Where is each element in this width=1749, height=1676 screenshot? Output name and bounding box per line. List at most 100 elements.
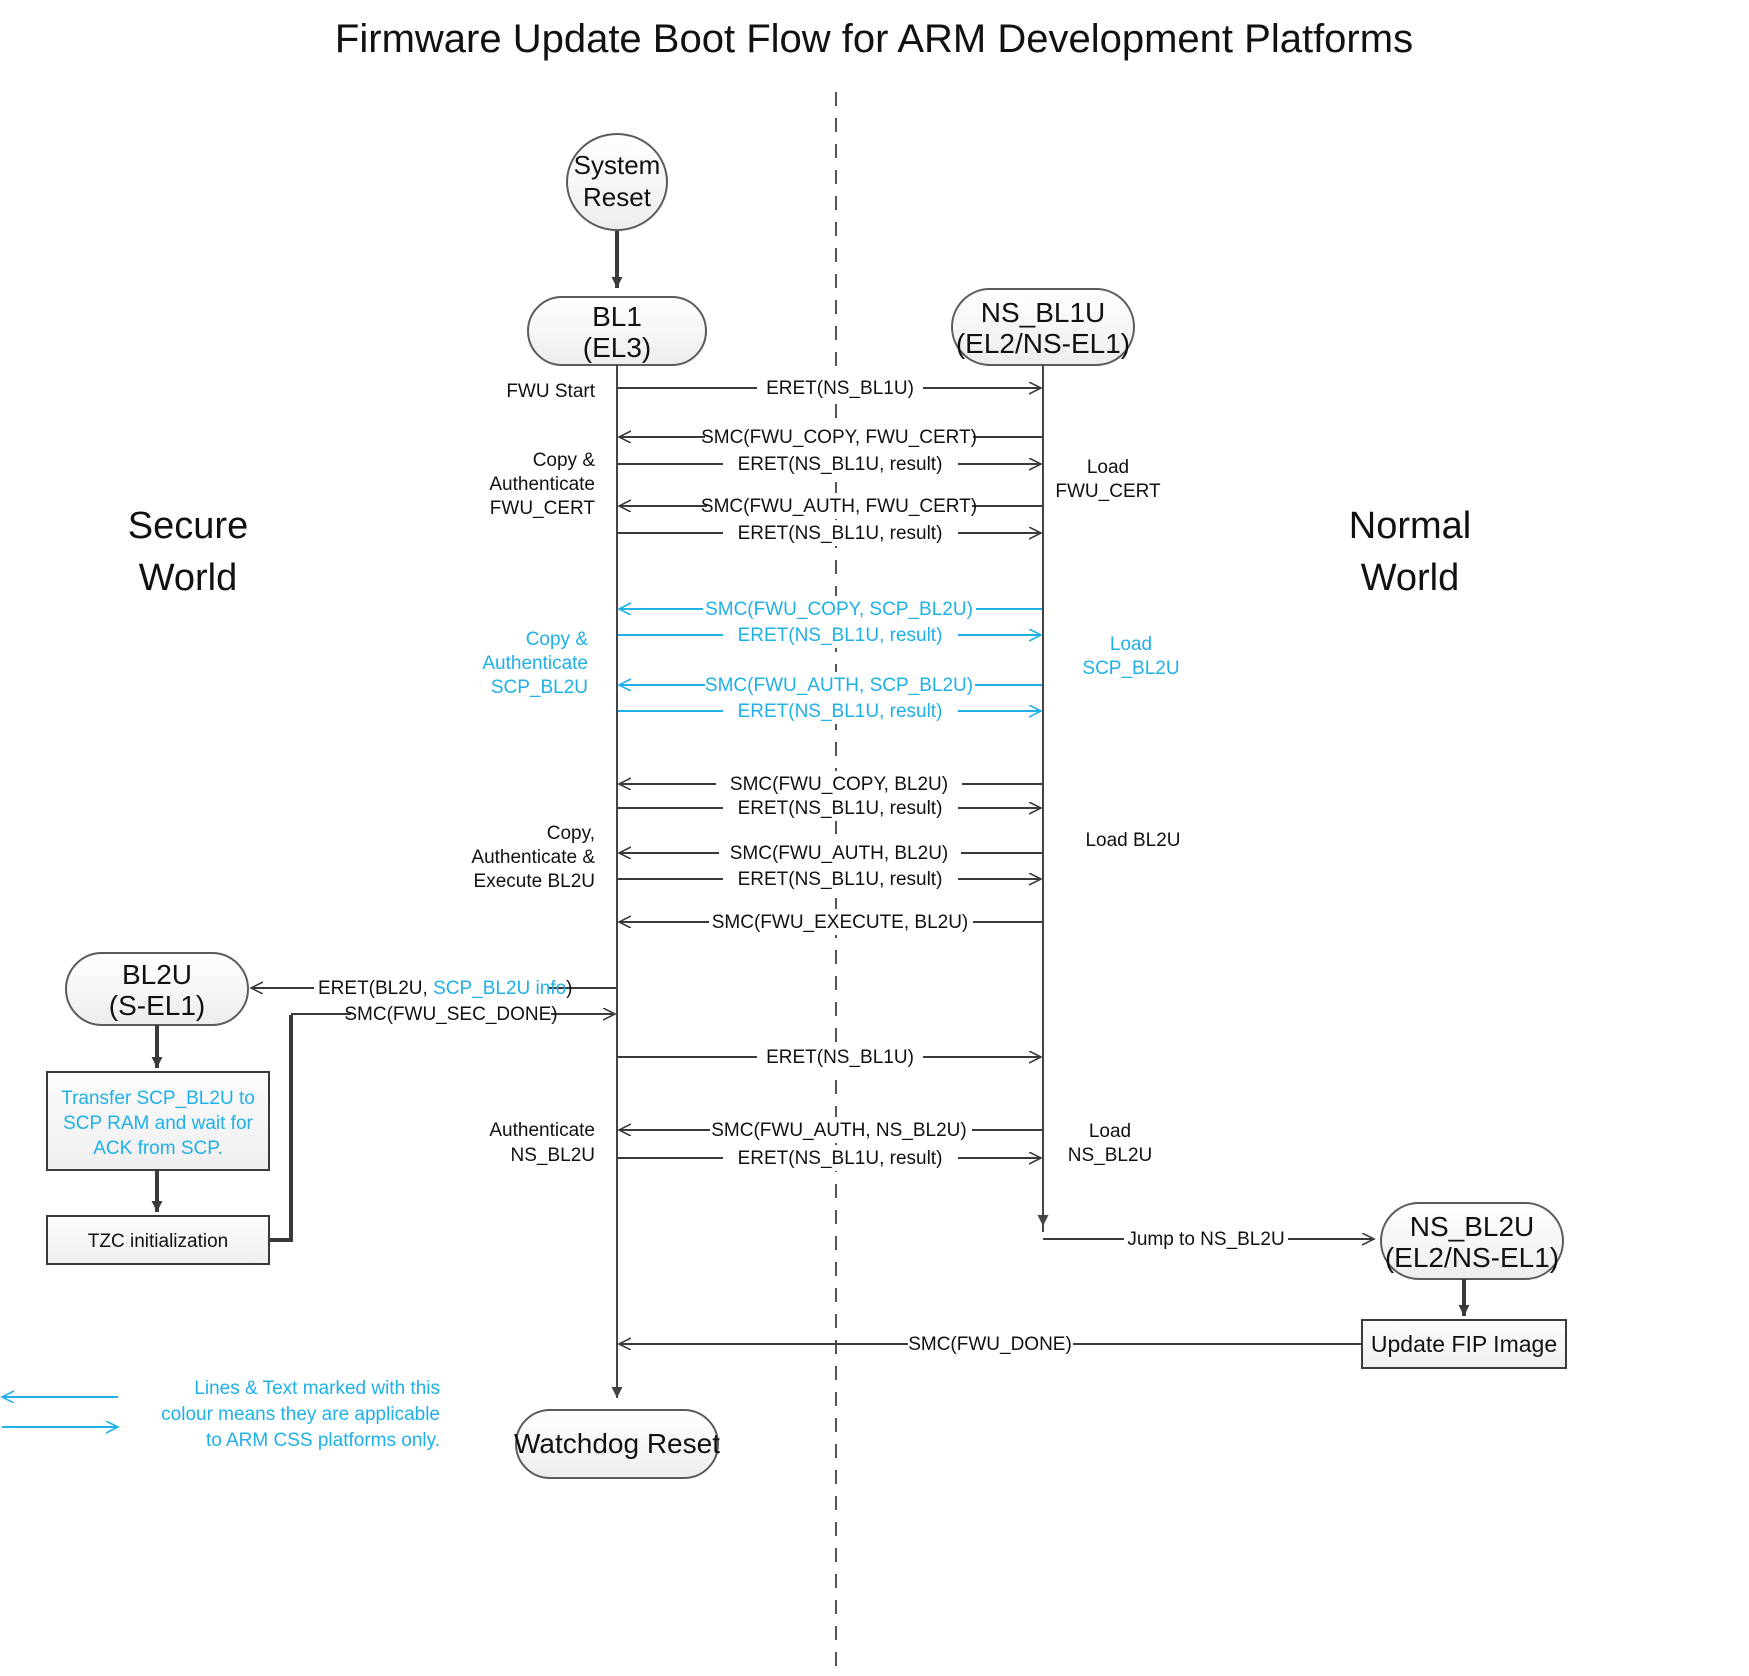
node-ns-bl1u[interactable]: NS_BL1U (EL2/NS-EL1) — [951, 288, 1135, 366]
annotation-fwu-start: FWU Start — [506, 381, 595, 402]
annotation-load-ns-bl2u-line2: NS_BL2U — [1068, 1145, 1153, 1166]
box-update-fip-label: Update FIP Image — [1371, 1331, 1557, 1357]
legend-line3: to ARM CSS platforms only. — [206, 1430, 440, 1451]
node-bl2u[interactable]: BL2U (S-EL1) — [65, 952, 249, 1026]
message-m14-label: SMC(FWU_EXECUTE, BL2U) — [712, 912, 969, 933]
message-m8-label: SMC(FWU_AUTH, SCP_BL2U) — [705, 675, 973, 696]
message-m14: SMC(FWU_EXECUTE, BL2U) — [619, 909, 1042, 935]
annotation-load-scp-bl2u: Load SCP_BL2U — [1082, 634, 1179, 679]
annotation-load-bl2u: Load BL2U — [1085, 830, 1180, 851]
node-bl2u-line1: BL2U — [122, 959, 192, 990]
annotation-load-fwu-cert-line2: FWU_CERT — [1055, 481, 1161, 502]
message-m7-label: ERET(NS_BL1U, result) — [738, 625, 943, 646]
message-fwu-done-label: SMC(FWU_DONE) — [908, 1334, 1072, 1355]
page-title: Firmware Update Boot Flow for ARM Develo… — [335, 17, 1413, 61]
legend-text: Lines & Text marked with this colour mea… — [161, 1378, 440, 1451]
message-m4-label: SMC(FWU_AUTH, FWU_CERT) — [701, 496, 977, 517]
annotation-load-ns-bl2u: Load NS_BL2U — [1068, 1121, 1153, 1166]
annotation-copy-auth-scp-bl2u-line1: Copy & — [526, 629, 589, 650]
message-m16-label: SMC(FWU_SEC_DONE) — [344, 1004, 557, 1025]
node-ns-bl2u[interactable]: NS_BL2U (EL2/NS-EL1) — [1380, 1202, 1564, 1280]
message-eret-bl2u-label: ERET(BL2U, SCP_BL2U info) — [318, 978, 573, 999]
legend-line2: colour means they are applicable — [161, 1404, 440, 1425]
annotation-copy-auth-exec-bl2u-line3: Execute BL2U — [474, 871, 595, 892]
message-m5-label: ERET(NS_BL1U, result) — [738, 523, 943, 544]
annotation-copy-auth-fwu-cert-line3: FWU_CERT — [490, 498, 596, 519]
message-jump-to-ns-bl2u: Jump to NS_BL2U — [1043, 1226, 1374, 1252]
node-bl1-line1: BL1 — [592, 301, 642, 332]
box-update-fip-image[interactable]: Update FIP Image — [1361, 1319, 1567, 1369]
message-m13: ERET(NS_BL1U, result) — [618, 866, 1041, 892]
message-m11-label: ERET(NS_BL1U, result) — [738, 798, 943, 819]
box-transfer-line2: SCP RAM and wait for — [63, 1113, 253, 1134]
eret-bl2u-prefix: ERET(BL2U, — [318, 978, 433, 999]
node-system-reset-line2: Reset — [583, 182, 652, 212]
message-m16: SMC(FWU_SEC_DONE) — [291, 1001, 615, 1027]
message-m3: ERET(NS_BL1U, result) — [618, 451, 1041, 477]
message-m18: SMC(FWU_AUTH, NS_BL2U) — [619, 1117, 1042, 1143]
annotation-load-scp-bl2u-line2: SCP_BL2U — [1082, 658, 1179, 679]
message-m8: SMC(FWU_AUTH, SCP_BL2U) — [619, 672, 1042, 698]
annotation-copy-auth-fwu-cert-line1: Copy & — [533, 450, 596, 471]
message-m3-label: ERET(NS_BL1U, result) — [738, 454, 943, 475]
message-m2-label: SMC(FWU_COPY, FWU_CERT) — [701, 427, 977, 448]
node-ns-bl2u-line1: NS_BL2U — [1410, 1211, 1535, 1242]
message-m10-label: SMC(FWU_COPY, BL2U) — [730, 774, 948, 795]
secure-world-label-line1: Secure — [128, 505, 248, 547]
box-transfer-line1: Transfer SCP_BL2U to — [61, 1088, 255, 1109]
box-transfer-scp-bl2u[interactable]: Transfer SCP_BL2U to SCP RAM and wait fo… — [46, 1071, 270, 1171]
annotation-load-bl2u-line1: Load BL2U — [1085, 830, 1180, 851]
message-m6-label: SMC(FWU_COPY, SCP_BL2U) — [705, 599, 973, 620]
message-jump-label: Jump to NS_BL2U — [1127, 1229, 1284, 1250]
box-tzc-initialization[interactable]: TZC initialization — [46, 1215, 270, 1265]
message-m12-label: SMC(FWU_AUTH, BL2U) — [730, 843, 949, 864]
message-fwu-done: SMC(FWU_DONE) — [619, 1331, 1361, 1357]
normal-world-label-line1: Normal — [1349, 505, 1471, 547]
node-bl1[interactable]: BL1 (EL3) — [527, 296, 707, 366]
message-m6: SMC(FWU_COPY, SCP_BL2U) — [619, 596, 1042, 622]
node-watchdog-reset[interactable]: Watchdog Reset — [514, 1409, 720, 1479]
message-m5: ERET(NS_BL1U, result) — [618, 520, 1041, 546]
message-m9-label: ERET(NS_BL1U, result) — [738, 701, 943, 722]
node-bl2u-line2: (S-EL1) — [109, 990, 205, 1021]
annotation-copy-auth-scp-bl2u-line3: SCP_BL2U — [491, 677, 588, 698]
annotation-fwu-start-line1: FWU Start — [506, 381, 595, 402]
message-m1: ERET(NS_BL1U) — [618, 375, 1041, 401]
annotation-authenticate-ns-bl2u-line1: Authenticate — [489, 1120, 595, 1141]
eret-bl2u-suffix: ) — [566, 978, 572, 999]
box-transfer-line3: ACK from SCP. — [93, 1138, 223, 1159]
message-m9: ERET(NS_BL1U, result) — [618, 698, 1041, 724]
message-m17-label: ERET(NS_BL1U) — [766, 1047, 914, 1068]
message-m1-label: ERET(NS_BL1U) — [766, 378, 914, 399]
annotation-copy-auth-exec-bl2u-line1: Copy, — [547, 823, 595, 844]
message-m7: ERET(NS_BL1U, result) — [618, 622, 1041, 648]
node-system-reset-line1: System — [574, 150, 661, 180]
message-m2: SMC(FWU_COPY, FWU_CERT) — [619, 424, 1042, 450]
annotation-copy-auth-scp-bl2u: Copy & Authenticate SCP_BL2U — [482, 629, 588, 698]
annotation-copy-auth-fwu-cert: Copy & Authenticate FWU_CERT — [489, 450, 595, 519]
message-m12: SMC(FWU_AUTH, BL2U) — [619, 840, 1042, 866]
annotation-load-fwu-cert: Load FWU_CERT — [1055, 457, 1161, 502]
node-system-reset[interactable]: System Reset — [566, 133, 668, 231]
message-m4: SMC(FWU_AUTH, FWU_CERT) — [619, 493, 1042, 519]
annotation-copy-auth-exec-bl2u: Copy, Authenticate & Execute BL2U — [471, 823, 595, 892]
annotation-authenticate-ns-bl2u-line2: NS_BL2U — [511, 1145, 596, 1166]
annotation-copy-auth-fwu-cert-line2: Authenticate — [489, 474, 595, 495]
secure-world-label-line2: World — [139, 557, 238, 599]
message-m13-label: ERET(NS_BL1U, result) — [738, 869, 943, 890]
message-m19: ERET(NS_BL1U, result) — [618, 1145, 1041, 1171]
annotation-authenticate-ns-bl2u: Authenticate NS_BL2U — [489, 1120, 595, 1166]
annotation-load-ns-bl2u-line1: Load — [1089, 1121, 1131, 1142]
normal-world-label-line2: World — [1361, 557, 1460, 599]
node-ns-bl2u-line2: (EL2/NS-EL1) — [1385, 1242, 1559, 1273]
node-ns-bl1u-line1: NS_BL1U — [981, 297, 1106, 328]
legend-line1: Lines & Text marked with this — [194, 1378, 440, 1399]
edge-tzc-to-smc-sec-done — [269, 1015, 293, 1242]
message-m18-label: SMC(FWU_AUTH, NS_BL2U) — [711, 1120, 966, 1141]
box-tzc-label: TZC initialization — [88, 1231, 228, 1252]
node-ns-bl1u-line2: (EL2/NS-EL1) — [956, 328, 1130, 359]
legend-arrows — [2, 1397, 118, 1427]
eret-bl2u-cyan-part: SCP_BL2U info — [433, 978, 566, 999]
